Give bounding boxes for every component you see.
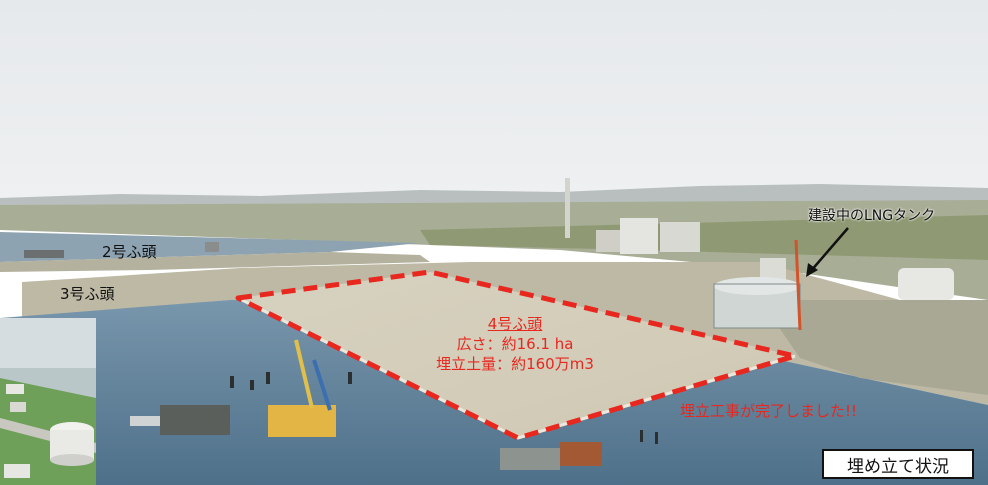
pier4-fill-volume: 埋立土量：約160万m3 — [436, 355, 594, 373]
pier4-info: 4号ふ頭 広さ：約16.1 ha 埋立土量：約160万m3 — [395, 314, 635, 374]
sky — [0, 0, 988, 200]
status-caption: 埋め立て状況 — [822, 449, 974, 479]
pier4-area: 広さ：約16.1 ha — [456, 335, 574, 353]
pier4-title: 4号ふ頭 — [487, 315, 543, 333]
pier3-label: 3号ふ頭 — [60, 285, 115, 303]
inset-illustration — [0, 318, 96, 485]
pier2-land — [0, 252, 430, 272]
status-caption-text: 埋め立て状況 — [847, 456, 949, 477]
rendering-inset — [0, 318, 96, 485]
pier2-label: 2号ふ頭 — [102, 243, 157, 261]
industrial-area — [760, 300, 988, 395]
far-land-green — [420, 215, 988, 260]
crane-barges — [130, 339, 602, 470]
completion-message: 埋立工事が完了しました!! — [680, 402, 858, 420]
lng-tank-label: 建設中のLNGタンク — [808, 208, 936, 224]
